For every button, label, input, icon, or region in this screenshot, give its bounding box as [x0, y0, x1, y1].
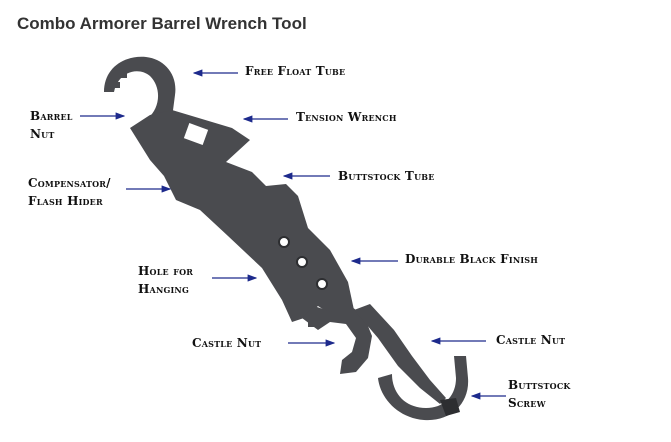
label-castle-nut-right: Castle Nut [496, 333, 566, 347]
top-hook-teeth [112, 63, 156, 88]
label-durable-black-finish: Durable Black Finish [405, 252, 539, 266]
callout-arrows [80, 69, 506, 400]
label-buttstock-screw: Buttstock Screw [508, 378, 571, 410]
hanging-hole-1 [278, 236, 290, 248]
wrench-body [130, 110, 354, 322]
screw-tab [440, 398, 460, 416]
label-buttstock-tube: Buttstock Tube [338, 169, 435, 183]
square-hole [183, 123, 209, 145]
hanging-hole-3 [316, 278, 328, 290]
label-tension-wrench: Tension Wrench [296, 110, 397, 124]
lower-arm [354, 304, 446, 404]
label-compensator: Compensator/ Flash Hider [28, 176, 111, 208]
label-free-float-tube: Free Float Tube [245, 64, 346, 78]
wrench-tool [104, 56, 469, 421]
label-castle-nut-left: Castle Nut [192, 336, 262, 350]
page-title: Combo Armorer Barrel Wrench Tool [17, 14, 307, 33]
label-hole-for-hanging: Hole for Hanging [138, 264, 194, 296]
label-barrel-nut: Barrel Nut [30, 109, 73, 141]
castle-nut-teeth [308, 312, 346, 327]
hanging-hole-2 [296, 256, 308, 268]
castle-nut-jaw [302, 304, 372, 374]
